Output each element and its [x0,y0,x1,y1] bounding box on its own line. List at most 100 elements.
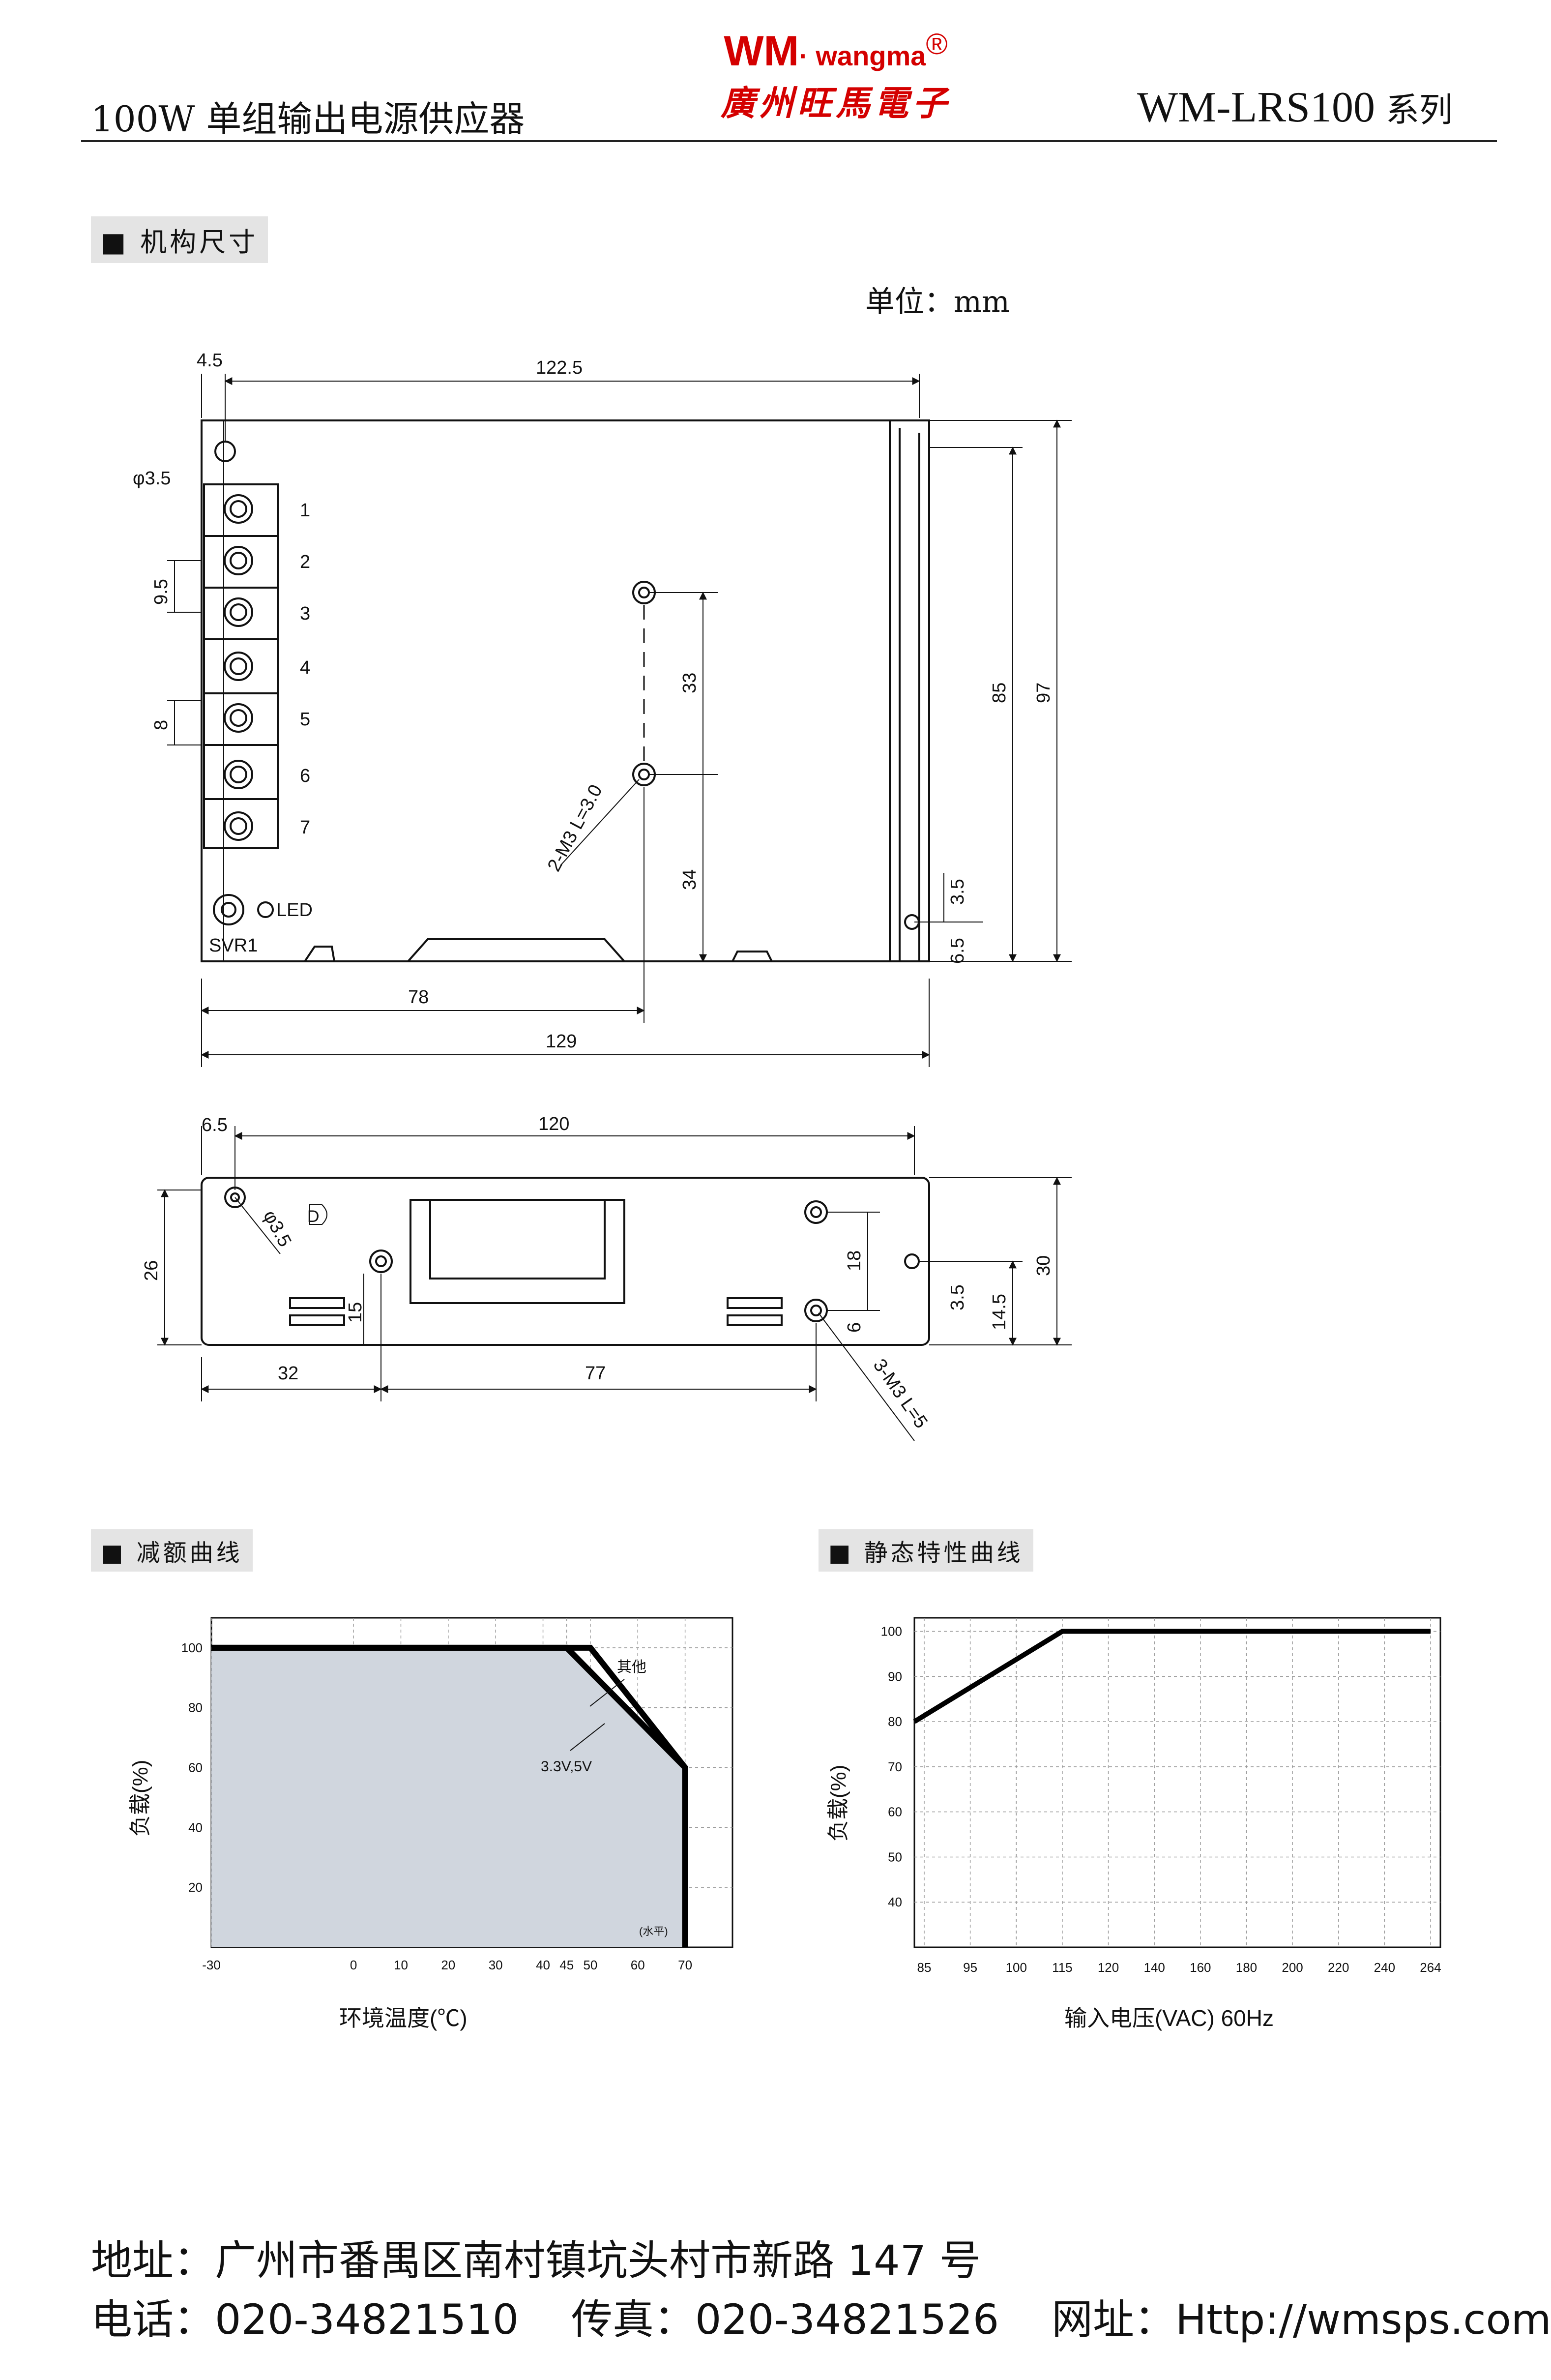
derating-ytick: 100 [181,1640,203,1655]
terminal-1: 1 [300,500,310,521]
document-title: 100W 单组输出电源供应器 [91,98,525,140]
brand-reg: ® [926,28,948,60]
static-ytick: 100 [881,1624,902,1639]
brand-chinese: 廣州旺馬電子 [721,83,951,123]
static-xtick: 200 [1282,1960,1303,1975]
dim-14.5: 14.5 [989,1294,1010,1330]
derating-xtick: 20 [441,1958,455,1972]
static-xtick: 160 [1190,1960,1211,1975]
static-xtick: 100 [1006,1960,1027,1975]
static-xlabel: 输入电压(VAC) 60Hz [1064,2005,1274,2031]
brand-logo: WM· wangma® 廣州旺馬電子 [698,27,973,125]
derating-ytick: 20 [188,1880,203,1895]
dim-30: 30 [1033,1255,1054,1276]
dim-8: 8 [151,720,172,730]
static-xtick: 115 [1052,1960,1072,1975]
dim-120: 120 [538,1114,569,1134]
static-xtick: 180 [1236,1960,1257,1975]
derating-area [211,1647,685,1947]
dim-26: 26 [141,1260,162,1281]
dim-34: 34 [679,869,700,890]
static-ytick: 70 [888,1759,902,1774]
static-xtick: 220 [1328,1960,1349,1975]
derating-xtick: 40 [536,1958,550,1972]
derating-xtick: 70 [678,1958,692,1972]
header-rule [81,140,1497,142]
static-ytick: 90 [888,1669,902,1684]
derating-xtick: 10 [394,1958,408,1972]
static-xtick: 95 [963,1960,977,1975]
terminal-5: 5 [300,709,310,730]
section-mechanical: ■ 机构尺寸 [91,216,268,263]
derating-ylabel: 负载(%) [128,1760,152,1837]
dim-9.5: 9.5 [151,579,172,605]
derating-x-suffix: (水平) [639,1925,668,1937]
dim-122.5: 122.5 [536,357,583,378]
terminal-7: 7 [300,817,310,838]
unit-label: 单位：mm [865,285,1010,319]
led-label: LED [276,900,313,921]
terminal-4: 4 [300,657,310,678]
dim-33: 33 [679,673,700,693]
static-line [913,1629,1431,1724]
derating-ytick: 80 [188,1700,203,1715]
model-series: 系列 [1385,91,1453,130]
dim-phi3.5-side: φ3.5 [259,1207,295,1250]
dim-3.5-side: 3.5 [947,1284,968,1310]
dim-6.5-top: 6.5 [947,938,968,964]
derating-xlabel: 环境温度(℃) [339,2005,468,2031]
brand-wm: WM [724,28,799,75]
terminal-2: 2 [300,552,310,572]
dim-18: 18 [844,1250,865,1271]
dim-6.5-side: 6.5 [202,1115,228,1135]
dim-32: 32 [278,1363,298,1384]
dim-phi3.5: φ3.5 [133,468,171,489]
top-view-body [201,419,930,962]
dim-2-m3: 2-M3 L=3.0 [544,781,607,875]
terminal-3: 3 [300,603,310,624]
dim-97: 97 [1033,683,1054,703]
derating-chart: -30 0 10 20 30 40 45 50 60 70 20 40 60 80 100 (水平) 其他… [128,1617,733,2031]
derating-line-3v3-5v [211,1644,688,1947]
footer-address: 地址：广州市番禺区南村镇坑头村市新路 147 号 [91,2236,981,2285]
dim-4.5: 4.5 [197,350,223,371]
derating-ytick: 60 [188,1760,203,1775]
derating-xtick: 50 [583,1958,597,1972]
derating-ytick: 40 [188,1820,203,1835]
dim-6-side: 6 [844,1322,865,1333]
dim-3.5-top: 3.5 [947,879,968,905]
static-ylabel: 负载(%) [826,1765,850,1842]
model-name: WM-LRS100 [1137,84,1375,131]
static-frame [913,1617,1441,1948]
derating-xtick: -30 [202,1958,221,1972]
derating-xtick: 45 [559,1958,574,1972]
dim-3-m3: 3-M3 L=5 [869,1355,932,1432]
model-title: WM-LRS100 系列 [1137,83,1453,132]
static-xtick: 120 [1098,1960,1119,1975]
static-xtick: 240 [1374,1960,1395,1975]
section-derating: ■ 减额曲线 [91,1529,253,1572]
static-ytick: 60 [888,1805,902,1819]
terminal-6: 6 [300,766,310,786]
mechanical-drawing: 4.5 122.5 φ3.5 9.5 8 33 34 2-M3 L=3.0 85… [133,350,1072,1441]
static-chart: 85 95 100 115 120 140 160 180 200 220 240 264 40 50 6… [826,1617,1441,2031]
static-ytick: 80 [888,1714,902,1729]
annotation-other: 其他 [617,1659,646,1675]
derating-xtick: 60 [631,1958,645,1972]
static-xtick: 264 [1420,1960,1441,1975]
derating-xtick: 30 [489,1958,503,1972]
dim-77: 77 [585,1363,606,1384]
static-xtick: 85 [917,1960,932,1975]
terminal-screws [224,494,253,841]
derating-xtick: 0 [350,1958,357,1972]
brand-wangma: · wangma [799,40,926,71]
mark-d: D [307,1207,320,1226]
annotation-3v3-5v: 3.3V,5V [541,1758,592,1775]
footer-contact: 电话：020-34821510 传真：020-34821526 网址：Http:… [91,2295,1551,2344]
dim-15: 15 [345,1302,366,1323]
static-ytick: 40 [888,1895,902,1909]
static-xtick: 140 [1143,1960,1165,1975]
static-ytick: 50 [888,1849,902,1864]
svr-label: SVR1 [209,935,258,956]
dim-129: 129 [546,1031,577,1052]
